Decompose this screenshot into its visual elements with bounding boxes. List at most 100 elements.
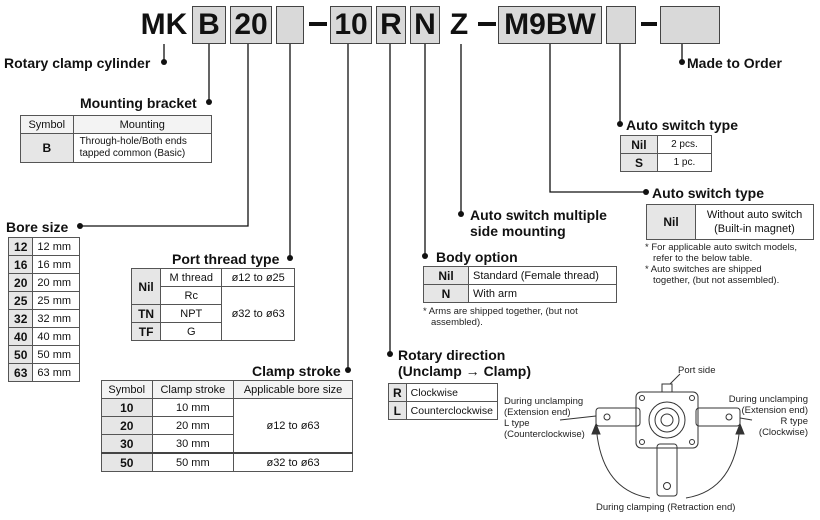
fig-left-3: L type xyxy=(504,418,530,429)
bore-size: 50 mm xyxy=(32,345,80,364)
port-table: Nil M thread ø12 to ø25 Rc ø32 to ø63 TN… xyxy=(130,268,295,341)
stroke-range-1: ø12 to ø63 xyxy=(233,398,353,454)
fig-right-4: (Clockwise) xyxy=(758,427,808,438)
stroke-header-symbol: Symbol xyxy=(101,380,153,399)
code-rotary: R xyxy=(376,6,406,44)
code-switch: M9BW xyxy=(498,6,602,44)
code-port xyxy=(276,6,304,44)
body-table: Nil Standard (Female thread) N With arm xyxy=(423,266,617,303)
port-sym-tn: TN xyxy=(130,304,162,323)
code-bore: 20 xyxy=(230,6,272,44)
switch-type-notes: * For applicable auto switch models, ref… xyxy=(645,242,820,286)
mounting-desc: Through-hole/Both ends tapped common (Ba… xyxy=(72,133,213,163)
code-body: N xyxy=(410,6,440,44)
rotary-sym-l: L xyxy=(388,401,407,420)
code-made-to-order xyxy=(660,6,720,44)
bore-sym: 50 xyxy=(7,345,34,364)
rotary-desc-r: Clockwise xyxy=(405,383,499,402)
fig-bottom: During clamping (Retraction end) xyxy=(596,502,736,513)
switch-type-table: Nil Without auto switch (Built-in magnet… xyxy=(646,204,814,240)
bore-size: 40 mm xyxy=(32,327,80,346)
label-auto-switch-qty: Auto switch type xyxy=(626,117,739,133)
label-rotary-clamp: Rotary clamp cylinder xyxy=(4,55,151,71)
label-bore-size: Bore size xyxy=(6,219,69,235)
mounting-desc-2: tapped common (Basic) xyxy=(79,148,186,159)
bore-sym: 63 xyxy=(7,363,34,382)
port-range-2: ø32 to ø63 xyxy=(221,286,295,341)
stroke-value: 20 mm xyxy=(151,416,235,435)
bore-sym: 32 xyxy=(7,309,34,328)
label-body-option: Body option xyxy=(436,249,518,265)
body-sym-n: N xyxy=(423,284,469,303)
switch-qty-table: Nil 2 pcs. S 1 pc. xyxy=(620,135,713,172)
label-rotary-dir-2: (Unclamp → Clamp) xyxy=(398,363,532,379)
switch-type-sym: Nil xyxy=(646,204,696,240)
stroke-sym: 20 xyxy=(101,416,153,435)
rotary-desc-l: Counterclockwise xyxy=(405,401,499,420)
bore-size: 16 mm xyxy=(32,255,80,274)
code-dash xyxy=(309,22,327,26)
switch-qty-sym-s: S xyxy=(620,153,658,172)
fig-right-2: (Extension end) xyxy=(741,405,808,416)
label-clamp-stroke: Clamp stroke xyxy=(252,363,341,379)
label-multi-mount-2: side mounting xyxy=(470,223,566,239)
stroke-sym: 10 xyxy=(101,398,153,417)
switch-type-desc-2: (Built-in magnet) xyxy=(714,223,795,235)
port-sym-tf: TF xyxy=(130,322,162,341)
code-multi-mount: Z xyxy=(449,8,469,41)
switch-type-desc: Without auto switch (Built-in magnet) xyxy=(695,204,814,240)
label-rotary-dir-1: Rotary direction xyxy=(398,347,506,363)
code-mounting: B xyxy=(192,6,226,44)
label-made-to-order: Made to Order xyxy=(687,55,782,71)
switch-type-desc-1: Without auto switch xyxy=(706,209,803,221)
bore-sym: 16 xyxy=(7,255,34,274)
body-sym-nil: Nil xyxy=(423,266,469,285)
fig-left-4: (Counterclockwise) xyxy=(504,429,585,440)
body-desc-n: With arm xyxy=(468,284,617,303)
switch-note-2: refer to the below table. xyxy=(653,253,753,264)
rotary-table: R Clockwise L Counterclockwise xyxy=(388,383,499,420)
switch-note-4: together, (but not assembled). xyxy=(653,275,780,286)
body-note-1: * Arms are shipped together, (but not xyxy=(423,306,578,317)
bore-size: 20 mm xyxy=(32,273,80,292)
code-dash-2 xyxy=(478,22,496,26)
code-series: MK xyxy=(140,8,188,41)
stroke-header-bore: Applicable bore size xyxy=(233,380,353,399)
bore-sym: 25 xyxy=(7,291,34,310)
mounting-table: Symbol Mounting B Through-hole/Both ends… xyxy=(20,115,213,163)
code-dash-3 xyxy=(641,22,657,26)
code-switch-qty xyxy=(606,6,636,44)
port-tf: G xyxy=(160,322,223,341)
label-port-thread: Port thread type xyxy=(172,251,280,267)
label-mounting-bracket: Mounting bracket xyxy=(80,95,197,111)
mounting-desc-1: Through-hole/Both ends xyxy=(79,136,187,147)
stroke-value: 50 mm xyxy=(151,452,235,472)
stroke-table: Symbol Clamp stroke Applicable bore size… xyxy=(101,380,353,472)
fig-port-side: Port side xyxy=(678,365,716,376)
label-auto-switch-type: Auto switch type xyxy=(652,185,765,201)
body-note-2: assembled). xyxy=(431,317,483,328)
rotary-sym-r: R xyxy=(388,383,407,402)
bore-size: 63 mm xyxy=(32,363,80,382)
port-nil-b: Rc xyxy=(160,286,223,305)
port-tn: NPT xyxy=(160,304,223,323)
switch-qty-desc-s: 1 pc. xyxy=(656,153,713,172)
fig-right-1: During unclamping xyxy=(728,394,808,405)
stroke-sym: 50 xyxy=(101,452,153,472)
bore-sym: 12 xyxy=(7,237,34,256)
port-nil-a: M thread xyxy=(160,268,223,287)
body-notes: * Arms are shipped together, (but not as… xyxy=(423,306,623,328)
stroke-range-2: ø32 to ø63 xyxy=(233,452,353,472)
code-stroke: 10 xyxy=(330,6,372,44)
fig-right-3: R type xyxy=(780,416,808,427)
